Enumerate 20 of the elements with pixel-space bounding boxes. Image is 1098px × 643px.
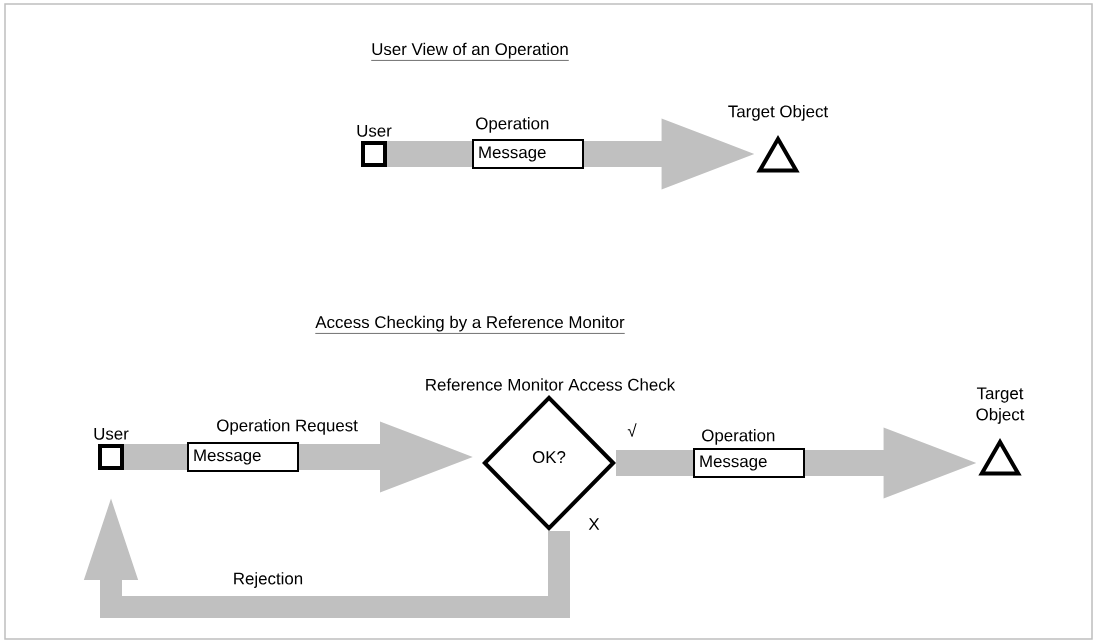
heading: Access Checking by a Reference Monitor xyxy=(315,315,625,334)
node-label: User xyxy=(94,427,129,440)
check-mark: √ xyxy=(627,423,637,437)
message-box: Message xyxy=(472,139,584,169)
arrow-label: Operation xyxy=(476,117,549,133)
message-box: Message xyxy=(693,448,805,478)
edge-label: Rejection xyxy=(230,570,306,590)
cross-mark: X xyxy=(588,518,600,530)
user-square: User xyxy=(94,427,129,470)
node-label: Target Object xyxy=(728,105,829,121)
heading: User View of an Operation xyxy=(370,42,570,61)
user-square: User xyxy=(357,124,392,167)
box-heading: Reference Monitor Access Check xyxy=(426,378,676,391)
message-box: Message xyxy=(187,442,299,472)
arrow-label: Operation Request xyxy=(217,419,358,435)
target-triangle: Target Object xyxy=(976,387,1025,476)
arrow-label: Operation xyxy=(702,429,775,445)
node-label: User xyxy=(357,124,392,137)
node-label: Target Object xyxy=(976,387,1025,424)
target-triangle: Target Object xyxy=(728,105,829,173)
